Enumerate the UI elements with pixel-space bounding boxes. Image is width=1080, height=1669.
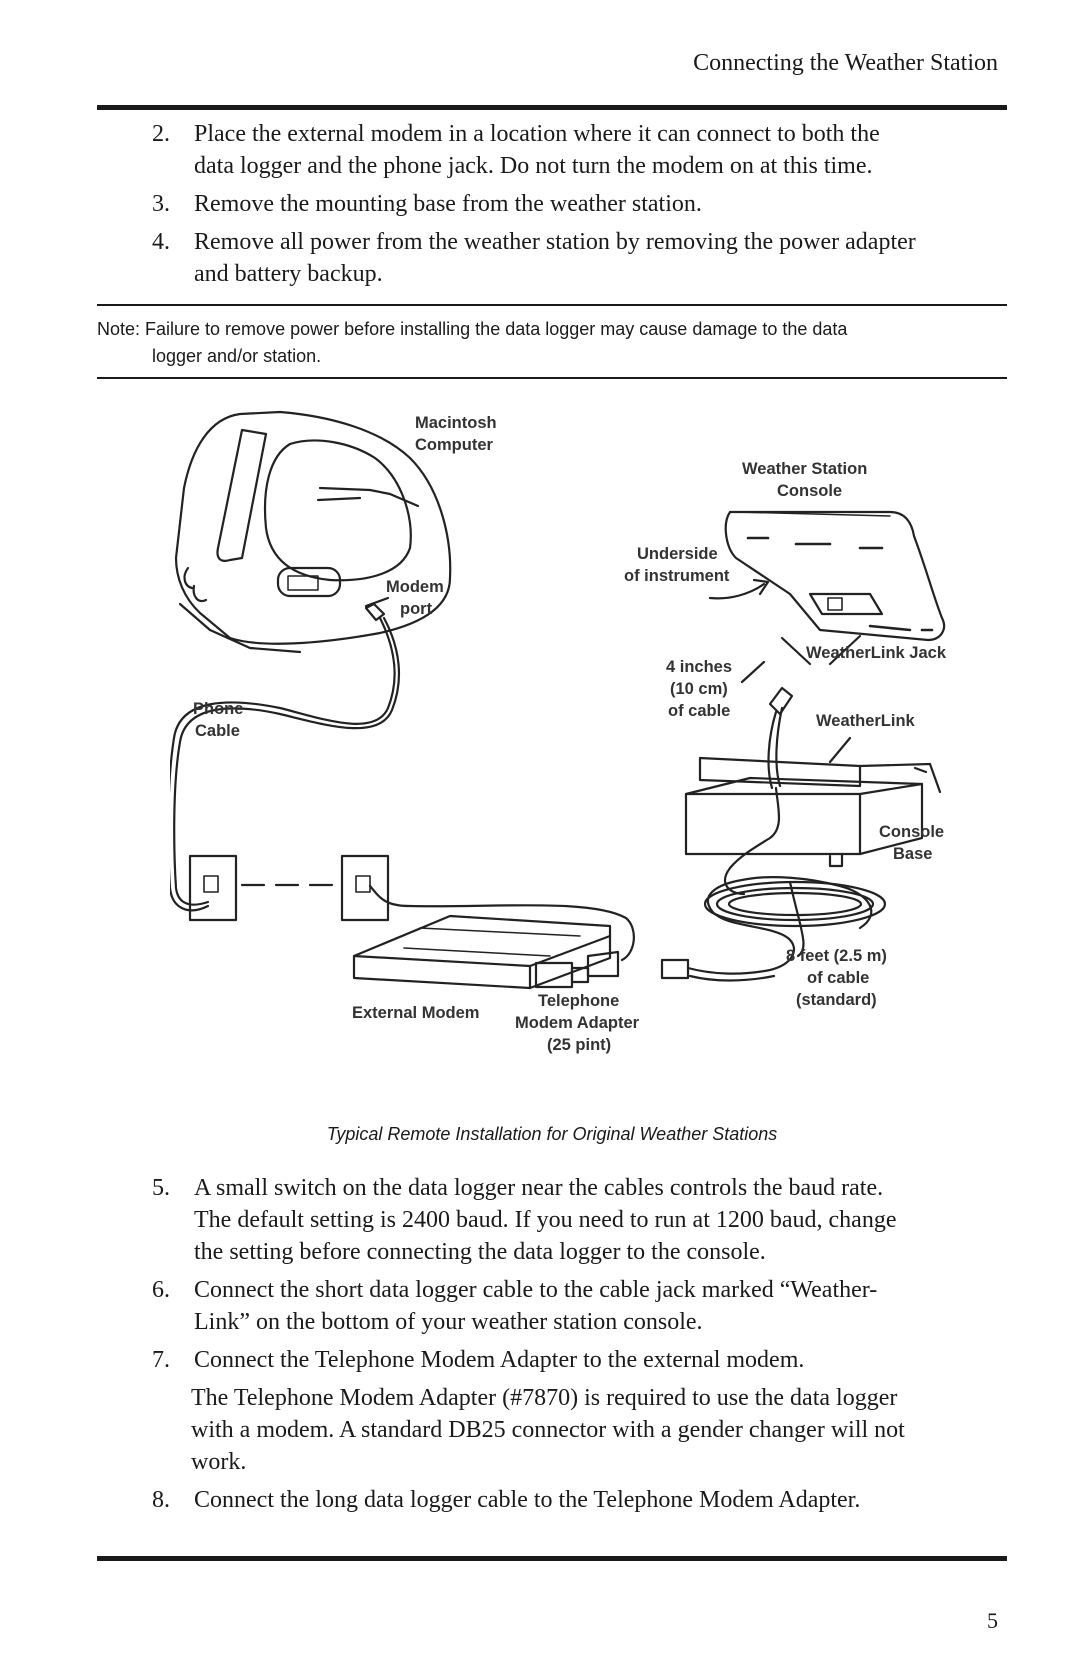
detail-text-line: with a modem. A standard DB25 connector … (191, 1417, 905, 1443)
steps-list-top: 2. Place the external modem in a locatio… (97, 118, 1007, 296)
external-modem-illustration (352, 914, 612, 990)
step-number: 2. (152, 121, 170, 147)
label-telephone: Telephone (538, 992, 619, 1010)
note-line: Note: Failure to remove power before ins… (97, 319, 848, 339)
step-number: 5. (152, 1175, 170, 1201)
label-console: Console (777, 482, 842, 500)
step-text-line: The default setting is 2400 baud. If you… (194, 1207, 897, 1233)
step-text-line: Connect the Telephone Modem Adapter to t… (194, 1347, 805, 1373)
step-7-detail: The Telephone Modem Adapter (#7870) is r… (191, 1382, 1007, 1478)
label-phone: Phone (193, 700, 243, 718)
label-4-inches: 4 inches (666, 658, 732, 676)
label-computer: Computer (415, 436, 493, 454)
label-external-modem: External Modem (352, 1004, 479, 1022)
label-10-cm: (10 cm) (670, 680, 728, 698)
label-8-feet: 8 feet (2.5 m) (786, 947, 887, 965)
step-text-line: A small switch on the data logger near t… (194, 1175, 884, 1201)
step-8: 8. Connect the long data logger cable to… (97, 1484, 1007, 1516)
label-modem-adapter: Modem Adapter (515, 1014, 640, 1032)
step-2: 2. Place the external modem in a locatio… (97, 118, 1007, 182)
step-text-line: and battery backup. (194, 261, 383, 287)
page-number: 5 (987, 1608, 998, 1633)
step-4: 4. Remove all power from the weather sta… (97, 226, 1007, 290)
step-6: 6. Connect the short data logger cable t… (97, 1274, 1007, 1338)
console-base-illustration (684, 756, 942, 868)
label-console-base-2: Base (893, 845, 932, 863)
step-number: 3. (152, 191, 170, 217)
step-text-line: Remove the mounting base from the weathe… (194, 191, 702, 217)
label-port: port (400, 600, 433, 618)
note-top-rule (97, 304, 1007, 306)
note-line: logger and/or station. (152, 346, 322, 366)
step-number: 7. (152, 1347, 170, 1373)
step-number: 6. (152, 1277, 170, 1303)
label-weatherlink: WeatherLink (816, 712, 916, 730)
label-of-cable: of cable (668, 702, 730, 720)
label-of-instrument: of instrument (624, 567, 730, 585)
label-modem: Modem (386, 578, 444, 596)
footer-rule (97, 1556, 1007, 1561)
note-bottom-rule (97, 377, 1007, 379)
label-console-base-1: Console (879, 823, 944, 841)
header-rule (97, 105, 1007, 110)
installation-diagram: Macintosh Computer Weather Station Conso… (167, 408, 1010, 1113)
step-text-line: data logger and the phone jack. Do not t… (194, 153, 873, 179)
diagram-svg: Macintosh Computer Weather Station Conso… (167, 410, 947, 1054)
step-text-line: Remove all power from the weather statio… (194, 229, 916, 255)
label-25-pint: (25 pint) (547, 1036, 611, 1054)
step-text-line: the setting before connecting the data l… (194, 1239, 766, 1265)
weather-station-console-illustration (724, 510, 946, 642)
step-text-line: Connect the long data logger cable to th… (194, 1487, 861, 1513)
label-8ft-of-cable: of cable (807, 969, 869, 987)
figure-caption: Typical Remote Installation for Original… (326, 1124, 778, 1144)
step-3: 3. Remove the mounting base from the wea… (97, 188, 1007, 220)
steps-list-bottom: 5. A small switch on the data logger nea… (97, 1172, 1007, 1522)
step-number: 4. (152, 229, 170, 255)
label-cable: Cable (195, 722, 240, 740)
running-header: Connecting the Weather Station (693, 50, 998, 76)
label-macintosh: Macintosh (415, 414, 497, 432)
step-text-line: Link” on the bottom of your weather stat… (194, 1309, 703, 1335)
note-box: Note: Failure to remove power before ins… (97, 316, 1007, 370)
step-text-line: Connect the short data logger cable to t… (194, 1277, 878, 1303)
step-text-line: Place the external modem in a location w… (194, 121, 880, 147)
detail-text-line: work. (191, 1449, 247, 1475)
macintosh-computer-illustration (174, 410, 452, 654)
label-weatherlink-jack: WeatherLink Jack (806, 644, 947, 662)
step-7: 7. Connect the Telephone Modem Adapter t… (97, 1344, 1007, 1376)
label-underside: Underside (637, 545, 718, 563)
step-5: 5. A small switch on the data logger nea… (97, 1172, 1007, 1268)
detail-text-line: The Telephone Modem Adapter (#7870) is r… (191, 1385, 898, 1411)
step-number: 8. (152, 1487, 170, 1513)
label-standard: (standard) (796, 991, 877, 1009)
label-weather-station: Weather Station (742, 460, 867, 478)
